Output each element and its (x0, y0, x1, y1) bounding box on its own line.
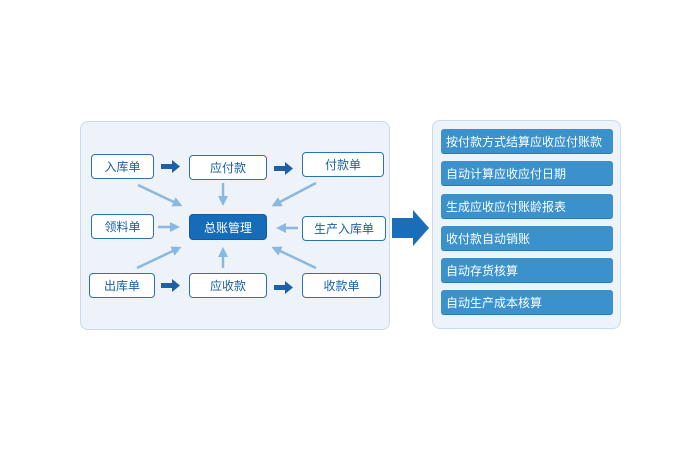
node-label: 生产入库单 (313, 222, 374, 236)
node-label: 应付款 (209, 161, 246, 175)
node-payable: 应付款 (189, 155, 267, 180)
node-payment-slip: 付款单 (302, 152, 384, 177)
feature-label: 生成应收应付账龄报表 (446, 199, 567, 214)
node-receivable: 应收款 (189, 273, 267, 298)
node-label: 领料单 (104, 220, 141, 234)
node-label: 出库单 (103, 279, 140, 293)
feature-label: 自动存货核算 (446, 263, 519, 278)
node-label: 付款单 (324, 158, 361, 172)
node-material-requisition: 领料单 (91, 214, 154, 239)
node-stock-out: 出库单 (89, 273, 155, 298)
node-stock-in: 入库单 (91, 154, 154, 179)
feature-item: 收付款自动销账 (441, 226, 613, 251)
feature-label: 按付款方式结算应收应付账款 (446, 134, 603, 149)
node-general-ledger-hub: 总账管理 (189, 214, 267, 240)
feature-label: 收付款自动销账 (446, 231, 531, 246)
node-label: 入库单 (104, 160, 141, 174)
hub-label: 总账管理 (203, 220, 252, 235)
feature-label: 自动生产成本核算 (446, 295, 543, 310)
feature-item: 自动存货核算 (441, 258, 613, 283)
feature-item: 按付款方式结算应收应付账款 (441, 129, 613, 154)
node-receipt-slip: 收款单 (302, 273, 381, 298)
node-label: 应收款 (209, 279, 246, 293)
feature-item: 自动计算应收应付日期 (441, 161, 613, 186)
node-label: 收款单 (323, 279, 360, 293)
feature-item: 自动生产成本核算 (441, 290, 613, 315)
node-production-stock-in: 生产入库单 (302, 216, 386, 241)
big-arrow-to-features (392, 210, 429, 246)
feature-item: 生成应收应付账龄报表 (441, 194, 613, 219)
feature-label: 自动计算应收应付日期 (446, 166, 567, 181)
